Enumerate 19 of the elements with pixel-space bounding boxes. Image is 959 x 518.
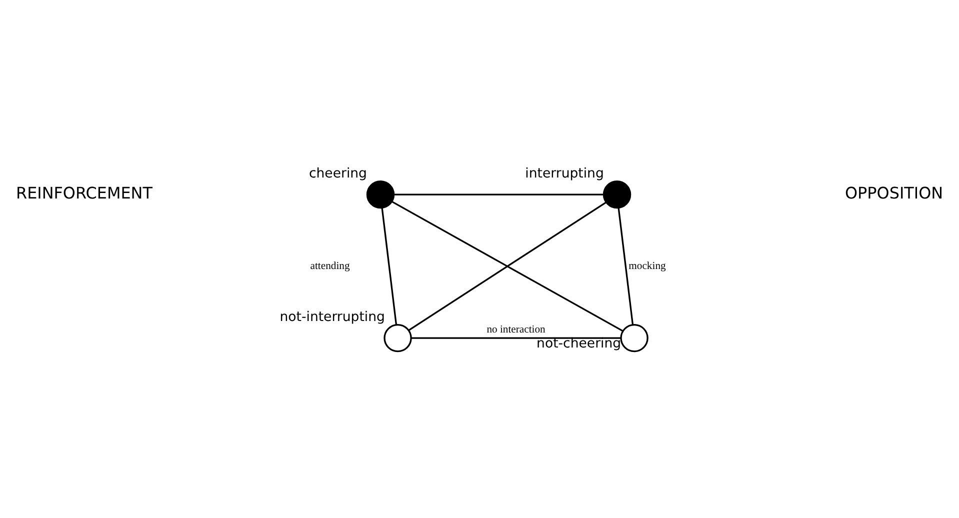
connector (411, 337, 621, 339)
node-label: not-interrupting (280, 310, 385, 325)
connector (392, 200, 624, 332)
node-label: interrupting (525, 166, 604, 182)
label: OPPOSITION (845, 184, 944, 203)
edge-label: no interaction (486, 324, 546, 336)
node-circle (384, 324, 412, 352)
node-label: cheering (308, 166, 367, 182)
connector (618, 208, 634, 325)
edge-label: attending (310, 260, 350, 272)
connector (408, 202, 607, 331)
node-circle (602, 180, 632, 209)
node-circle (366, 180, 395, 209)
connector (381, 208, 398, 325)
node-circle (620, 324, 648, 352)
edge-label: mocking (628, 260, 666, 272)
node-label: not-cheering (536, 336, 622, 352)
connector (394, 194, 604, 196)
label: REINFORCEMENT (16, 184, 152, 203)
